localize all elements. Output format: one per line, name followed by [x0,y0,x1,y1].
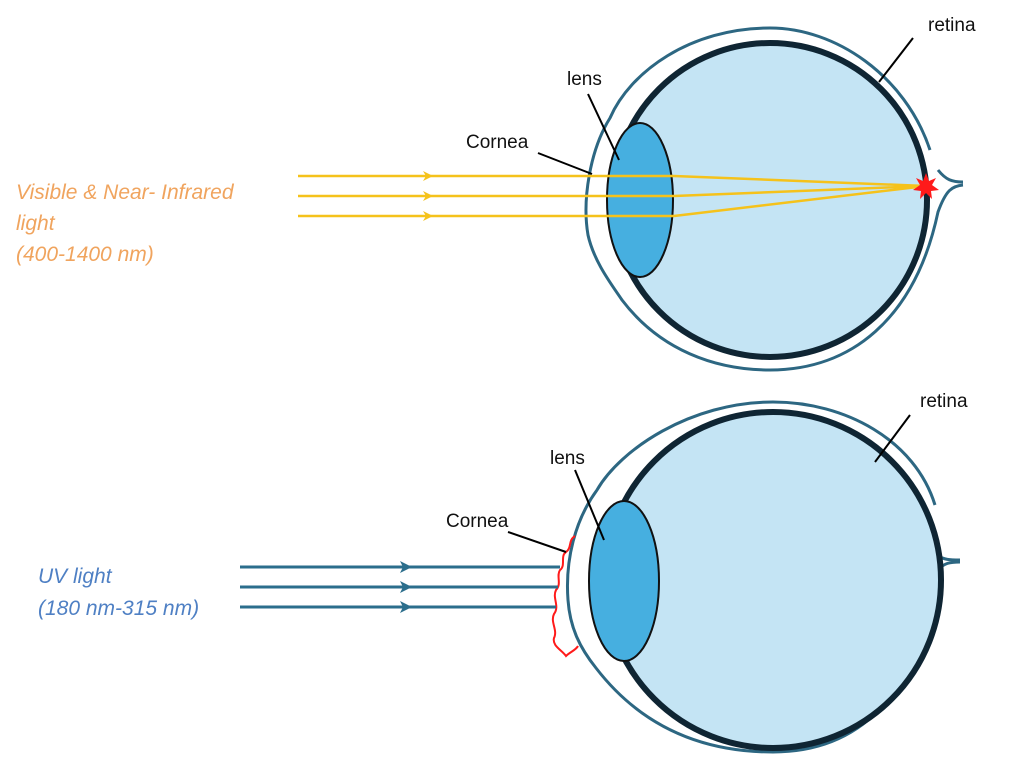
ray-upper-focused [673,174,927,188]
retina-damage-burst [913,173,939,199]
visible-light-label-line2: light [16,212,56,235]
leader-retina-uv [874,414,911,463]
lens-label: lens [567,69,602,90]
leader-retina [878,37,914,83]
ray-middle-focused [673,184,927,198]
retina-label: retina [928,15,976,36]
uv-light-label-line1: UV light [38,565,113,588]
visible-light-diagram: retina lens Cornea Visible & Near- Infra… [16,15,976,372]
cornea-label: Cornea [466,132,529,153]
retina-label-uv: retina [920,391,968,412]
visible-light-label-line3: (400-1400 nm) [16,243,154,266]
leader-lens-uv [574,469,605,541]
uv-rays [240,561,560,613]
lens [606,122,674,278]
ray-lower-focused [673,184,927,218]
lens-label-uv: lens [550,448,585,469]
eyeball [613,43,927,357]
uv-light-label-line2: (180 nm-315 nm) [38,597,199,620]
visible-light-label-line1: Visible & Near- Infrared [16,181,235,204]
leader-cornea-uv [507,531,567,553]
leader-cornea [537,152,593,175]
cornea-damage [551,535,579,658]
leader-lens [587,93,620,161]
lens-uv [588,500,660,662]
uv-light-diagram: retina lens Cornea UV light (180 nm-315 … [38,391,968,754]
cornea-label-uv: Cornea [446,511,509,532]
optic-nerve-lower [936,169,964,184]
visible-rays [298,171,927,221]
eyeball-uv [605,412,941,748]
